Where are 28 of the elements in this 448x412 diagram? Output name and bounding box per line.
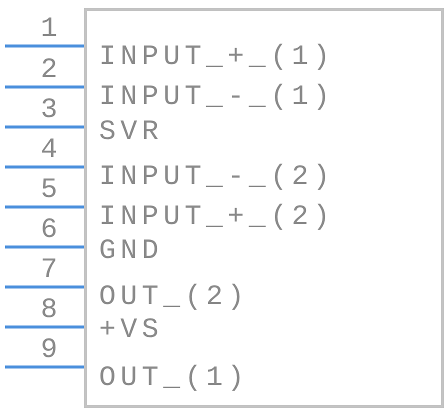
- pin-name: INPUT_-_(1): [99, 84, 334, 112]
- pin-line: [5, 206, 84, 208]
- pin-number: 5: [40, 177, 58, 205]
- pin-name: INPUT_+_(2): [99, 204, 334, 232]
- pin-name: GND: [99, 238, 164, 266]
- pin-number: 1: [40, 16, 58, 44]
- pin-name: INPUT_-_(2): [99, 164, 334, 192]
- chip-body: [84, 8, 444, 408]
- pin-line: [5, 86, 84, 88]
- pin-name: SVR: [99, 119, 164, 147]
- pin-line: [5, 366, 84, 368]
- pin-line: [5, 326, 84, 328]
- pin-number: 3: [40, 97, 58, 125]
- pin-line: [5, 126, 84, 128]
- pin-name: INPUT_+_(1): [99, 44, 334, 72]
- pin-number: 7: [40, 257, 58, 285]
- pin-number: 9: [40, 337, 58, 365]
- pin-name: OUT_(2): [99, 284, 249, 312]
- pin-name: OUT_(1): [99, 365, 249, 393]
- pin-line: [5, 166, 84, 168]
- pin-number: 4: [40, 137, 58, 165]
- pin-number: 6: [40, 217, 58, 245]
- pin-line: [5, 286, 84, 288]
- pin-number: 2: [40, 57, 58, 85]
- pin-line: [5, 246, 84, 248]
- pin-line: [5, 44, 84, 48]
- pin-number: 8: [40, 297, 58, 325]
- pin-name: +VS: [99, 317, 164, 345]
